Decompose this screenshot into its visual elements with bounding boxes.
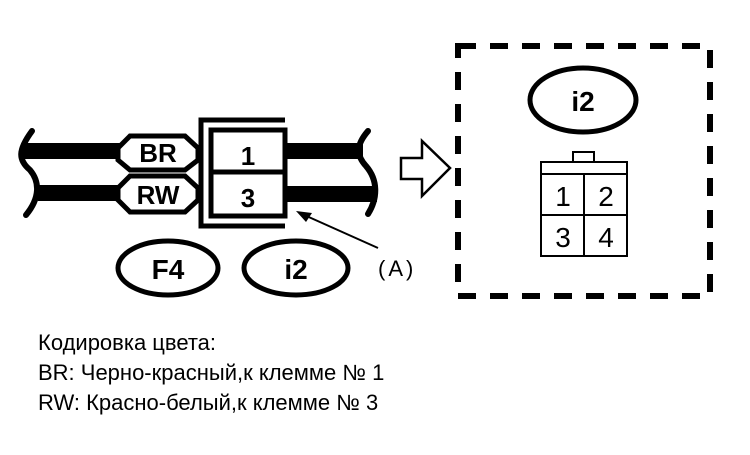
inset-pin-4: 4 [598,222,614,253]
connector-code-f4: F4 [115,238,221,298]
inset-pin-1: 1 [555,181,571,212]
hollow-arrow-icon [399,138,452,200]
pin-label-3: 3 [241,183,255,213]
inset-pin-2: 2 [598,181,614,212]
connector-code-i2: i2 [241,238,351,298]
color-legend: Кодировка цвета: BR: Черно-красный,к кле… [38,328,384,418]
inset-frame [455,43,713,299]
wire-tag-br: BR [115,133,201,173]
callout-arrowhead [296,211,312,222]
wire-br-left [22,143,122,159]
svg-text:i2: i2 [571,86,594,117]
inset-pin-3: 3 [555,222,571,253]
inset-connector-code: i2 [527,65,639,135]
callout-label: (A) [378,256,416,281]
wire-rw-left [38,185,122,201]
wire-code-rw: RW [137,180,180,210]
callout-line [301,213,379,249]
wire-br-right [287,143,363,159]
pin-label-1: 1 [241,141,255,171]
wire-tag-rw: RW [115,173,201,215]
wire-code-br: BR [139,138,177,168]
svg-text:F4: F4 [152,254,185,285]
wire-rw-right [287,186,377,202]
legend-line-br: BR: Черно-красный,к клемме № 1 [38,360,385,385]
wire-break-right [355,128,379,217]
inset-connector-face: 1 2 3 4 [540,151,628,257]
svg-text:i2: i2 [284,254,307,285]
legend-line-rw: RW: Красно-белый,к клемме № 3 [38,390,379,415]
legend-title: Кодировка цвета: [38,330,217,355]
connector-housing: 1 3 [198,117,288,229]
